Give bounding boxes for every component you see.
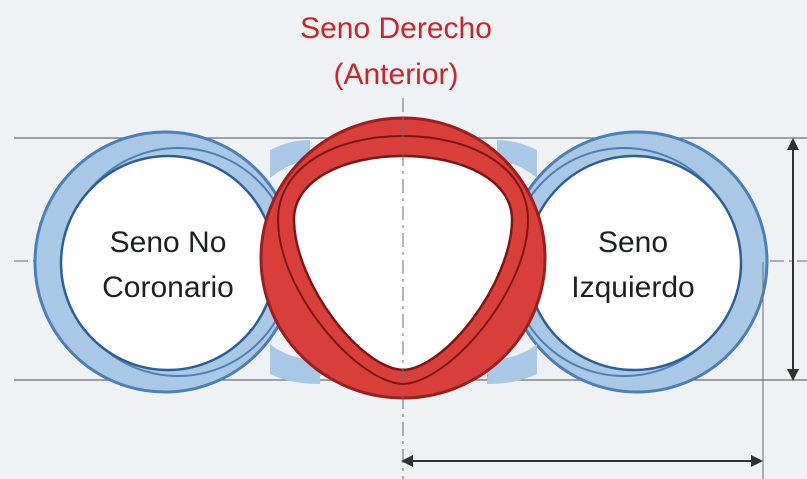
left-sinus-label-line-2: Coronario (102, 271, 234, 304)
upper-right-bridge (497, 140, 537, 178)
left-sinus-shape (33, 130, 297, 394)
title-line-2: (Anterior) (333, 58, 458, 91)
lower-right-bridge (487, 344, 537, 384)
title-line-1: Seno Derecho (300, 12, 492, 45)
lower-left-bridge (270, 344, 320, 384)
right-sinus-shape (505, 130, 769, 394)
right-sinus-label-line-2: Izquierdo (571, 271, 694, 304)
left-sinus-label-line-1: Seno No (110, 226, 227, 259)
upper-left-bridge (270, 140, 310, 178)
right-sinus-label-line-1: Seno (598, 226, 668, 259)
